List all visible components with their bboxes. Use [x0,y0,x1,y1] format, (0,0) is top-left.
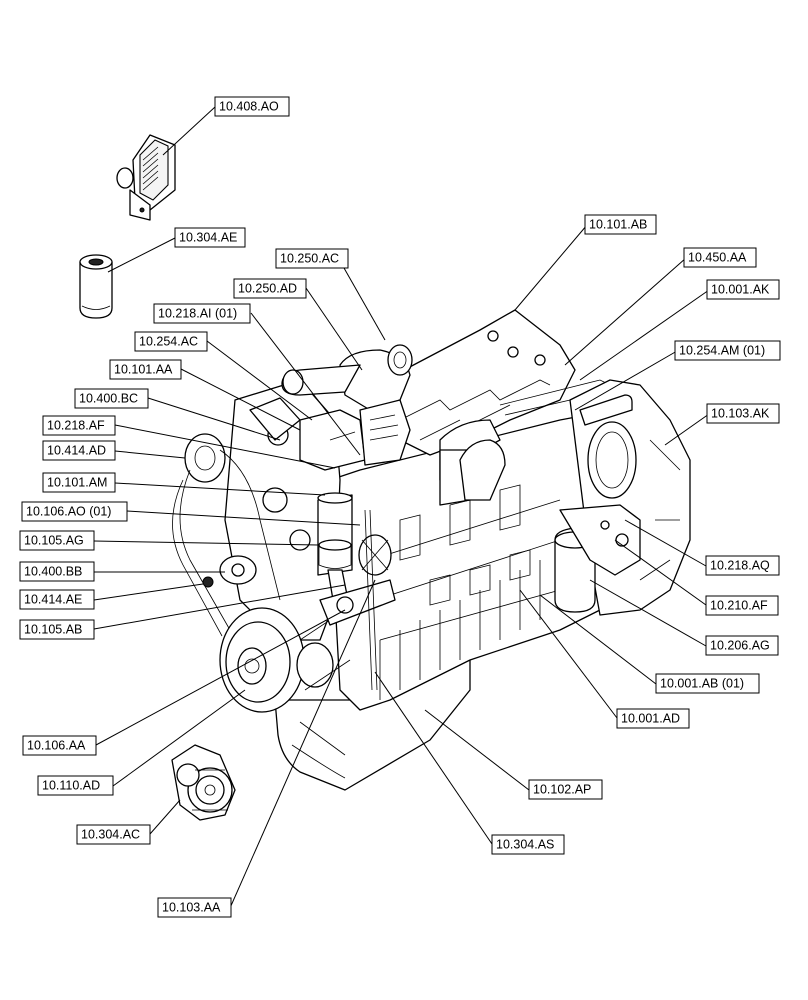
valve-cover [384,309,576,456]
svg-text:10.001.AB (01): 10.001.AB (01) [660,676,744,690]
label-10-408-ao[interactable]: 10.408.AO [214,96,290,117]
label-10-254-ac[interactable]: 10.254.AC [134,331,208,352]
label-10-001-ad[interactable]: 10.001.AD [616,708,690,729]
label-10-210-af[interactable]: 10.210.AF [705,595,779,616]
label-10-250-ac[interactable]: 10.250.AC [275,248,349,269]
svg-text:10.400.BB: 10.400.BB [24,564,82,578]
engine-illustration [172,309,691,791]
label-10-414-ae[interactable]: 10.414.AE [19,589,95,610]
svg-text:10.450.AA: 10.450.AA [688,250,747,264]
svg-text:10.110.AD: 10.110.AD [42,778,100,792]
label-10-105-ab[interactable]: 10.105.AB [19,619,95,640]
svg-text:10.206.AG: 10.206.AG [710,638,770,652]
label-10-106-aa[interactable]: 10.106.AA [22,735,97,756]
label-10-400-bc[interactable]: 10.400.BC [74,388,149,409]
svg-text:10.101.AM: 10.101.AM [47,475,107,489]
label-10-001-ak[interactable]: 10.001.AK [706,279,780,300]
part-labels: 10.408.AO 10.304.AE 10.101.AB 10.250.AC … [19,96,781,918]
svg-text:10.218.AQ: 10.218.AQ [710,558,770,572]
idler-pulley [184,433,226,483]
label-10-206-ag[interactable]: 10.206.AG [705,635,779,656]
piston [318,539,352,551]
svg-text:10.105.AB: 10.105.AB [24,622,82,636]
svg-text:10.414.AE: 10.414.AE [24,592,82,606]
svg-text:10.103.AK: 10.103.AK [711,406,770,420]
svg-text:10.218.AI (01): 10.218.AI (01) [158,306,237,320]
exploded-oil-filter [79,254,113,319]
svg-text:10.102.AP: 10.102.AP [533,782,591,796]
svg-text:10.218.AF: 10.218.AF [47,418,105,432]
svg-text:10.101.AB: 10.101.AB [589,217,647,231]
label-10-101-aa[interactable]: 10.101.AA [109,359,182,380]
label-10-101-ab[interactable]: 10.101.AB [584,214,657,235]
svg-text:10.250.AD: 10.250.AD [238,281,297,295]
svg-text:10.254.AC: 10.254.AC [139,334,198,348]
label-10-103-aa[interactable]: 10.103.AA [157,897,232,918]
svg-text:10.254.AM (01): 10.254.AM (01) [679,343,765,357]
svg-text:10.210.AF: 10.210.AF [710,598,768,612]
svg-text:10.103.AA: 10.103.AA [162,900,221,914]
svg-text:10.414.AD: 10.414.AD [47,443,106,457]
svg-text:10.250.AC: 10.250.AC [280,251,339,265]
label-10-105-ag[interactable]: 10.105.AG [19,530,95,551]
label-10-102-ap[interactable]: 10.102.AP [528,779,603,800]
label-10-304-as[interactable]: 10.304.AS [491,834,565,855]
label-10-218-af[interactable]: 10.218.AF [42,415,116,436]
svg-text:10.304.AE: 10.304.AE [179,230,237,244]
label-10-218-aq[interactable]: 10.218.AQ [705,555,780,576]
leader-lines [93,106,710,909]
label-10-400-bb[interactable]: 10.400.BB [19,561,95,582]
exploded-oil-module [116,134,176,221]
svg-text:10.106.AO (01): 10.106.AO (01) [26,504,111,518]
label-10-450-aa[interactable]: 10.450.AA [683,247,757,268]
svg-text:10.106.AA: 10.106.AA [27,738,86,752]
svg-text:10.400.BC: 10.400.BC [79,391,138,405]
label-10-254-am-01[interactable]: 10.254.AM (01) [674,340,781,361]
svg-text:10.105.AG: 10.105.AG [24,533,84,547]
label-10-304-ae[interactable]: 10.304.AE [174,227,246,248]
label-10-106-ao-01[interactable]: 10.106.AO (01) [21,501,128,522]
label-10-218-ai-01[interactable]: 10.218.AI (01) [153,303,251,324]
svg-text:10.101.AA: 10.101.AA [114,362,173,376]
oil-pan [274,659,471,791]
svg-text:10.304.AC: 10.304.AC [81,827,140,841]
svg-text:10.001.AD: 10.001.AD [621,711,680,725]
label-10-101-am[interactable]: 10.101.AM [42,472,116,493]
label-10-110-ad[interactable]: 10.110.AD [37,775,114,796]
label-10-001-ab-01[interactable]: 10.001.AB (01) [655,673,760,694]
svg-text:10.001.AK: 10.001.AK [711,282,770,296]
label-10-414-ad[interactable]: 10.414.AD [42,440,116,461]
exploded-oil-pump [171,744,236,821]
svg-text:10.408.AO: 10.408.AO [219,99,279,113]
label-10-103-ak[interactable]: 10.103.AK [706,403,780,424]
label-10-304-ac[interactable]: 10.304.AC [76,824,151,845]
label-10-250-ad[interactable]: 10.250.AD [233,278,307,299]
cylinder-liner [317,494,353,576]
svg-text:10.304.AS: 10.304.AS [496,837,554,851]
